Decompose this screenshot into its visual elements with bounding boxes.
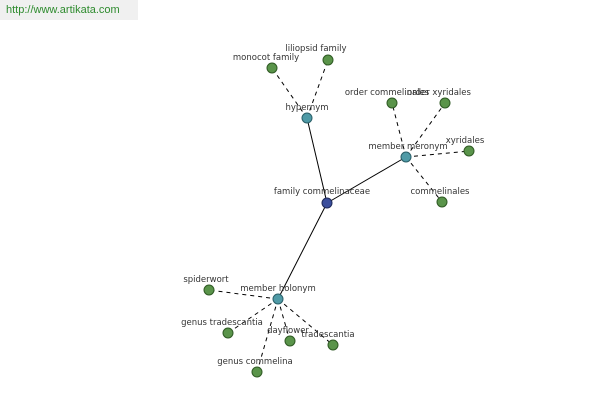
edge-root-hypernym	[306, 117, 328, 204]
node-monocot-family[interactable]	[266, 62, 278, 74]
edge-root-member-meronym	[326, 156, 407, 204]
edge-root-member-holonym	[277, 202, 328, 300]
label-genus-tradescantia: genus tradescantia	[181, 318, 263, 328]
watermark-link[interactable]: http://www.artikata.com	[0, 0, 138, 20]
edge-meronym-order-xyridales	[405, 102, 446, 158]
edge-hypernym-liliopsid-family	[306, 59, 329, 119]
label-order-xyridales: order xyridales	[407, 88, 471, 98]
node-xyridales[interactable]	[463, 145, 475, 157]
label-monocot-family: monocot family	[233, 53, 299, 63]
label-family-commelinaceae: family commelinaceae	[274, 187, 370, 197]
label-dayflower: dayflower	[267, 326, 309, 336]
edge-meronym-order-commelinales	[391, 102, 407, 158]
label-genus-commelina: genus commelina	[217, 357, 293, 367]
label-spiderwort: spiderwort	[183, 275, 229, 285]
node-genus-commelina[interactable]	[251, 366, 263, 378]
node-family-commelinaceae[interactable]	[321, 197, 333, 209]
label-order-commelinales: order commelinales	[345, 88, 430, 98]
edge-holonym-tradescantia	[277, 298, 334, 346]
edge-meronym-xyridales	[405, 150, 470, 158]
label-member-holonym: member holonym	[240, 284, 315, 294]
node-member-meronym[interactable]	[400, 151, 412, 163]
label-tradescantia: tradescantia	[301, 330, 354, 340]
edge-hypernym-monocot-family	[271, 67, 308, 119]
node-dayflower[interactable]	[284, 335, 296, 347]
node-commelinales[interactable]	[436, 196, 448, 208]
node-order-xyridales[interactable]	[439, 97, 451, 109]
node-order-commelinales[interactable]	[386, 97, 398, 109]
node-spiderwort[interactable]	[203, 284, 215, 296]
node-genus-tradescantia[interactable]	[222, 327, 234, 339]
edge-holonym-genus-tradescantia	[227, 298, 279, 334]
label-hypernym: hypernym	[285, 103, 328, 113]
edge-holonym-spiderwort	[208, 289, 279, 300]
label-liliopsid-family: liliopsid family	[285, 44, 346, 54]
node-hypernym[interactable]	[301, 112, 313, 124]
edge-meronym-commelinales	[405, 156, 443, 203]
label-xyridales: xyridales	[446, 136, 485, 146]
label-member-meronym: member meronym	[368, 142, 447, 152]
node-tradescantia[interactable]	[327, 339, 339, 351]
label-commelinales: commelinales	[410, 187, 470, 197]
node-member-holonym[interactable]	[272, 293, 284, 305]
node-liliopsid-family[interactable]	[322, 54, 334, 66]
